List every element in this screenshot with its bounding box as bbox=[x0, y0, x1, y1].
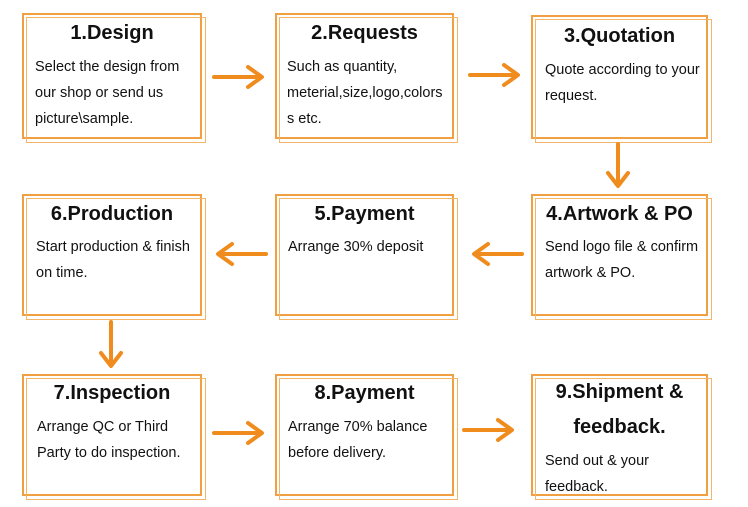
step-1-line-3: picture\sample. bbox=[35, 111, 134, 127]
step-7-title: 7.Inspection bbox=[53, 382, 171, 404]
step-8-line-1: Arrange 70% balance bbox=[288, 419, 428, 435]
step-4-line-1: Send logo file & confirm bbox=[545, 239, 699, 255]
step-3-line-2: request. bbox=[545, 88, 598, 104]
arrow-3-to-4-icon bbox=[606, 142, 630, 188]
step-2-line-3: s etc. bbox=[287, 111, 322, 127]
step-3-line-1: Quote according to your bbox=[545, 62, 700, 78]
step-5-line-1: Arrange 30% deposit bbox=[288, 239, 424, 255]
arrow-6-to-7-icon bbox=[99, 320, 123, 368]
step-1-line-1: Select the design from bbox=[35, 59, 180, 75]
step-6-text: Start production & finish on time. bbox=[36, 234, 190, 286]
step-6-box: 6.Production Start production & finish o… bbox=[22, 194, 206, 320]
step-8-title: 8.Payment bbox=[314, 382, 415, 404]
step-5-box: 5.Payment Arrange 30% deposit bbox=[275, 194, 458, 320]
step-9-title-line-2: feedback. bbox=[573, 416, 666, 438]
step-4-text: Send logo file & confirm artwork & PO. bbox=[545, 234, 698, 286]
step-8-text: Arrange 70% balance before delivery. bbox=[288, 414, 427, 466]
step-7-line-2: Party to do inspection. bbox=[37, 445, 181, 461]
step-2-line-2: meterial,size,logo,colors bbox=[287, 85, 443, 101]
arrow-2-to-3-icon bbox=[468, 63, 520, 87]
step-1-text: Select the design from our shop or send … bbox=[35, 54, 179, 132]
step-4-title: 4.Artwork & PO bbox=[546, 203, 693, 225]
step-4-line-2: artwork & PO. bbox=[545, 265, 636, 281]
step-3-text: Quote according to your request. bbox=[545, 57, 700, 109]
step-2-line-1: Such as quantity, bbox=[287, 59, 398, 75]
step-3-box: 3.Quotation Quote according to your requ… bbox=[531, 15, 712, 143]
step-1-box: 1.Design Select the design from our shop… bbox=[22, 13, 206, 143]
step-2-title: 2.Requests bbox=[311, 22, 418, 44]
step-3-title: 3.Quotation bbox=[563, 25, 676, 47]
step-4-box: 4.Artwork & PO Send logo file & confirm … bbox=[531, 194, 712, 320]
step-2-box: 2.Requests Such as quantity, meterial,si… bbox=[275, 13, 458, 143]
step-2-text: Such as quantity, meterial,size,logo,col… bbox=[287, 54, 443, 132]
step-9-box: 9.Shipment & feedback. Send out & your f… bbox=[531, 374, 712, 500]
step-9-line-2: feedback. bbox=[545, 479, 608, 495]
step-9-text: Send out & your feedback. bbox=[545, 448, 649, 500]
step-5-title: 5.Payment bbox=[314, 203, 415, 225]
step-8-line-2: before delivery. bbox=[288, 445, 387, 461]
arrow-7-to-8-icon bbox=[212, 421, 264, 445]
step-6-line-2: on time. bbox=[36, 265, 88, 281]
arrow-5-to-6-icon bbox=[216, 242, 268, 266]
step-7-text: Arrange QC or Third Party to do inspecti… bbox=[37, 414, 180, 466]
arrow-4-to-5-icon bbox=[472, 242, 524, 266]
step-7-line-1: Arrange QC or Third bbox=[37, 419, 169, 435]
step-7-box: 7.Inspection Arrange QC or Third Party t… bbox=[22, 374, 206, 500]
arrow-8-to-9-icon bbox=[462, 418, 514, 442]
step-9-line-1: Send out & your bbox=[545, 453, 649, 469]
step-1-title: 1.Design bbox=[70, 22, 154, 44]
arrow-1-to-2-icon bbox=[212, 65, 264, 89]
step-8-box: 8.Payment Arrange 70% balance before del… bbox=[275, 374, 458, 500]
step-5-text: Arrange 30% deposit bbox=[288, 234, 423, 260]
step-6-line-1: Start production & finish bbox=[36, 239, 190, 255]
step-6-title: 6.Production bbox=[50, 203, 174, 225]
step-1-line-2: our shop or send us bbox=[35, 85, 164, 101]
step-9-title: 9.Shipment & bbox=[555, 381, 684, 403]
